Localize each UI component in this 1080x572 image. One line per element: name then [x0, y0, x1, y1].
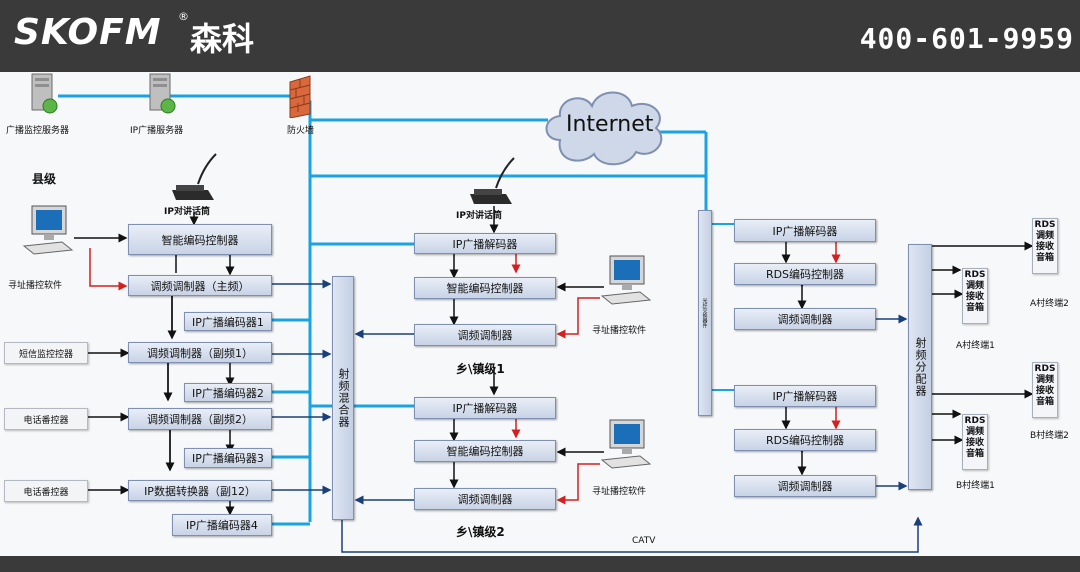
mic-label-county: IP对讲话筒	[164, 207, 210, 217]
monitor-server-label: 广播监控服务器	[6, 126, 70, 136]
county-smart-encoder[interactable]: 智能编码控制器	[128, 224, 272, 255]
village-a-modulator[interactable]: 调频调制器	[734, 308, 876, 330]
microphone-icon-county	[172, 153, 217, 200]
brand-chinese-name: 森科	[190, 20, 255, 58]
village-b-decoder[interactable]: IP广播解码器	[734, 385, 876, 407]
software-label-town2: 寻址播控软件	[592, 487, 647, 497]
computer-icon-town2	[600, 419, 652, 469]
computer-icon-county	[22, 205, 74, 255]
brand-logo: SKOFM	[14, 12, 162, 53]
catv-label: CATV	[632, 536, 656, 546]
county-encoder-4[interactable]: IP广播编码器4	[172, 514, 272, 536]
town2-modulator[interactable]: 调频调制器	[414, 488, 556, 510]
ip-server-label: IP广播服务器	[130, 126, 184, 136]
county-encoder-3[interactable]: IP广播编码器3	[184, 448, 272, 468]
monitor-server-icon	[31, 73, 58, 114]
village-b-rds-controller[interactable]: RDS编码控制器	[734, 429, 876, 451]
village-a-decoder[interactable]: IP广播解码器	[734, 219, 876, 242]
county-data-converter[interactable]: IP数据转换器（副12）	[128, 480, 272, 501]
phone-number[interactable]: 400-601-9959	[859, 22, 1074, 55]
county-encoder-1[interactable]: IP广播编码器1	[184, 312, 272, 331]
town1-modulator[interactable]: 调频调制器	[414, 324, 556, 346]
town1-decoder[interactable]: IP广播解码器	[414, 233, 556, 254]
rf-splitter[interactable]: 射频分配器	[908, 244, 932, 490]
firewall-label: 防火墙	[287, 126, 315, 136]
town1-label: 乡\镇级1	[456, 362, 505, 376]
terminal-b1-label: B村终端1	[956, 481, 995, 491]
computer-icon-town1	[600, 255, 652, 305]
internet-cloud-icon	[545, 91, 663, 166]
diagram-canvas: 广播监控服务器 IP广播服务器 防火墙 Internet 县级 IP对讲话筒 I…	[0, 72, 1080, 556]
county-sub1-modulator[interactable]: 调频调制器（副频1）	[128, 342, 272, 363]
firewall-icon	[289, 75, 311, 118]
terminal-a2-label: A村终端2	[1030, 299, 1069, 309]
phone-controller-2[interactable]: 电话番控器	[4, 480, 88, 502]
short-message-controller[interactable]: 短信监控控器	[4, 342, 88, 364]
optical-switch-label: 光纤交换器件	[701, 298, 708, 328]
terminal-a1-label: A村终端1	[956, 341, 995, 351]
ip-server-icon	[149, 73, 176, 114]
phone-controller-1[interactable]: 电话番控器	[4, 408, 88, 430]
rf-mixer[interactable]: 射频混合器	[332, 276, 354, 520]
village-b-modulator[interactable]: 调频调制器	[734, 475, 876, 497]
town2-decoder[interactable]: IP广播解码器	[414, 397, 556, 419]
internet-label: Internet	[566, 112, 654, 137]
county-level-label: 县级	[32, 172, 57, 186]
county-main-modulator[interactable]: 调频调制器（主频）	[128, 275, 272, 296]
registered-mark: ®	[178, 10, 189, 23]
mic-label-town: IP对讲话筒	[456, 211, 502, 221]
county-encoder-2[interactable]: IP广播编码器2	[184, 383, 272, 402]
software-label-town1: 寻址播控软件	[592, 326, 647, 336]
rf-mixer-label: 射频混合器	[337, 368, 350, 428]
town2-smart-encoder[interactable]: 智能编码控制器	[414, 440, 556, 462]
microphone-icon-town	[470, 157, 515, 204]
county-sub2-modulator[interactable]: 调频调制器（副频2）	[128, 408, 272, 430]
optical-switch[interactable]: 光纤交换器件	[698, 210, 712, 416]
header-bar: SKOFM ® 森科 400-601-9959	[0, 0, 1080, 72]
terminal-b2-label: B村终端2	[1030, 431, 1069, 441]
town1-smart-encoder[interactable]: 智能编码控制器	[414, 277, 556, 299]
software-label-county: 寻址播控软件	[8, 281, 63, 291]
rf-splitter-label: 射频分配器	[914, 337, 927, 397]
village-a-rds-controller[interactable]: RDS编码控制器	[734, 263, 876, 285]
footer-bar	[0, 556, 1080, 572]
town2-label: 乡\镇级2	[456, 525, 505, 539]
